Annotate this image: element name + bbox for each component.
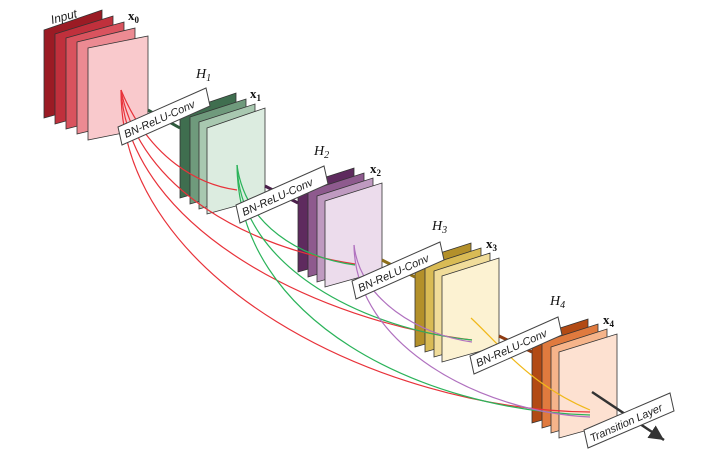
- x4-label-main: x: [603, 312, 610, 327]
- h1-label-sub: 1: [206, 73, 211, 84]
- x3-label: x3: [486, 236, 498, 253]
- x4-label: x4: [603, 312, 615, 329]
- h3-label-sub: 3: [441, 225, 447, 236]
- x2-label: x2: [370, 161, 382, 178]
- x2-label-main: x: [370, 161, 377, 176]
- block-x3: [414, 242, 500, 363]
- x1-label-main: x: [250, 86, 257, 101]
- x0-label-sub: 0: [135, 15, 140, 25]
- input-label: Input: [49, 6, 79, 27]
- green-curve: [236, 164, 591, 416]
- x1-label-sub: 1: [257, 93, 262, 103]
- yellow-curve: [470, 317, 591, 411]
- h3-label-main: H: [431, 219, 443, 234]
- h4-label: H4: [549, 294, 565, 311]
- h1-label-main: H: [195, 67, 207, 82]
- h4-label-sub: 4: [560, 300, 565, 311]
- red-curve: [120, 89, 238, 191]
- input-block: [43, 9, 149, 141]
- block-x2: [297, 167, 383, 288]
- h2-label: H2: [313, 144, 329, 161]
- h1-label: H1: [195, 67, 211, 84]
- red-curve: [120, 89, 591, 413]
- x2-label-sub: 2: [377, 168, 382, 178]
- x1-label: x1: [250, 86, 262, 103]
- h3-label: H3: [431, 219, 447, 236]
- bn-relu-conv-box: [117, 87, 211, 146]
- purple-curve: [353, 244, 473, 343]
- transition-box: [583, 392, 675, 449]
- x3-label-sub: 3: [493, 243, 498, 253]
- x3-label-main: x: [486, 236, 493, 251]
- bn-relu-conv-box: [235, 165, 329, 224]
- bn-relu-conv-box: [351, 241, 445, 300]
- x4-label-sub: 4: [610, 319, 615, 329]
- h2-label-main: H: [313, 144, 325, 159]
- h2-label-sub: 2: [324, 150, 329, 161]
- x0-label: x0: [128, 8, 140, 25]
- bn-relu-conv-box: [469, 316, 563, 375]
- h4-label-main: H: [549, 294, 561, 309]
- x0-label-main: x: [128, 8, 135, 23]
- block-x4: [531, 318, 618, 439]
- green-curve: [236, 164, 356, 266]
